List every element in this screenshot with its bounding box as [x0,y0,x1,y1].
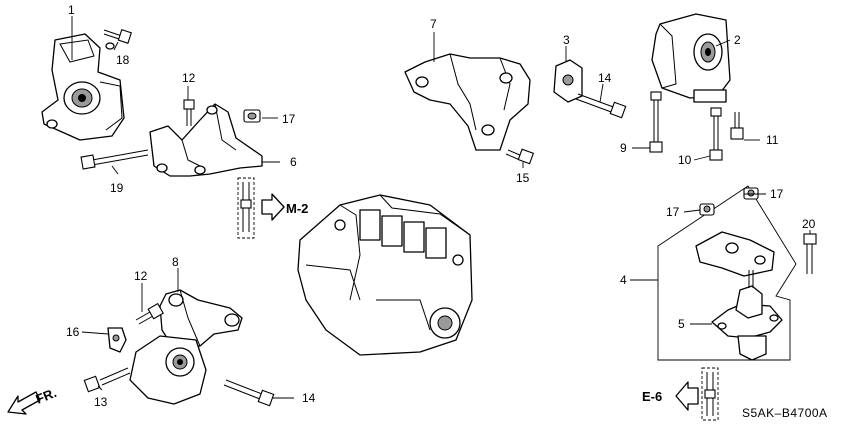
part-10-bolt [709,107,723,161]
part-3-bracket [553,59,583,103]
callout-5: 5 [678,317,685,331]
part-17-nut-upper [243,109,261,123]
part-14-bolt-lower [223,379,275,407]
stud-e6 [675,367,719,421]
stud-m2 [237,177,285,239]
engine-block [297,194,473,356]
part-20-bolt [803,233,817,274]
part-16-bracket [107,327,127,353]
callout-6: 6 [290,155,297,169]
part-18-bolt [103,29,132,44]
callout-2: 2 [734,33,741,47]
callout-numbers: 1 18 19 12 17 6 7 3 14 15 2 9 10 11 17 1… [66,3,816,409]
part-12-bolt-lower [135,302,164,325]
part-1-mount [41,33,125,141]
front-arrow-icon [7,391,41,415]
callout-14-upper: 14 [598,71,612,85]
callout-14-lower: 14 [302,391,316,405]
callout-18: 18 [116,53,130,67]
part-6-bracket [149,103,263,177]
part-15-bolt [505,148,535,165]
callout-15: 15 [516,171,530,185]
callout-17-right: 17 [770,187,784,201]
callout-1: 1 [68,3,75,17]
callout-11: 11 [766,133,779,147]
part-12-bolt-upper [183,99,195,126]
callout-17-upper: 17 [282,112,296,126]
callout-17-left: 17 [666,205,680,219]
callout-7: 7 [430,17,437,31]
reference-m2: M-2 [286,201,308,216]
part-2-mount [651,13,731,103]
callout-8: 8 [172,255,179,269]
diagram-code: S5AK–B4700A [742,406,828,420]
callout-3: 3 [563,33,570,47]
front-label: FR. [34,385,59,407]
part-7-bracket [404,53,531,151]
part-14-bolt-upper [575,93,627,119]
reference-e6: E-6 [642,389,662,404]
callout-19: 19 [110,181,124,195]
callout-12-upper: 12 [182,71,196,85]
part-11-bolt [730,112,744,140]
part-19-bolt [80,149,149,170]
callout-16: 16 [66,325,80,339]
callout-20: 20 [802,217,816,231]
callout-12-lower: 12 [134,269,148,283]
part-8-bracket [159,289,243,353]
leader-lines [71,16,811,399]
callout-9: 9 [620,141,627,155]
callout-13: 13 [94,395,108,409]
callout-4: 4 [620,273,627,287]
part-9-bolt [649,91,663,153]
lower-left-mount [129,335,207,405]
part-4-assembly [657,185,797,361]
callout-10: 10 [678,153,692,167]
part-13-bolt [83,367,131,393]
